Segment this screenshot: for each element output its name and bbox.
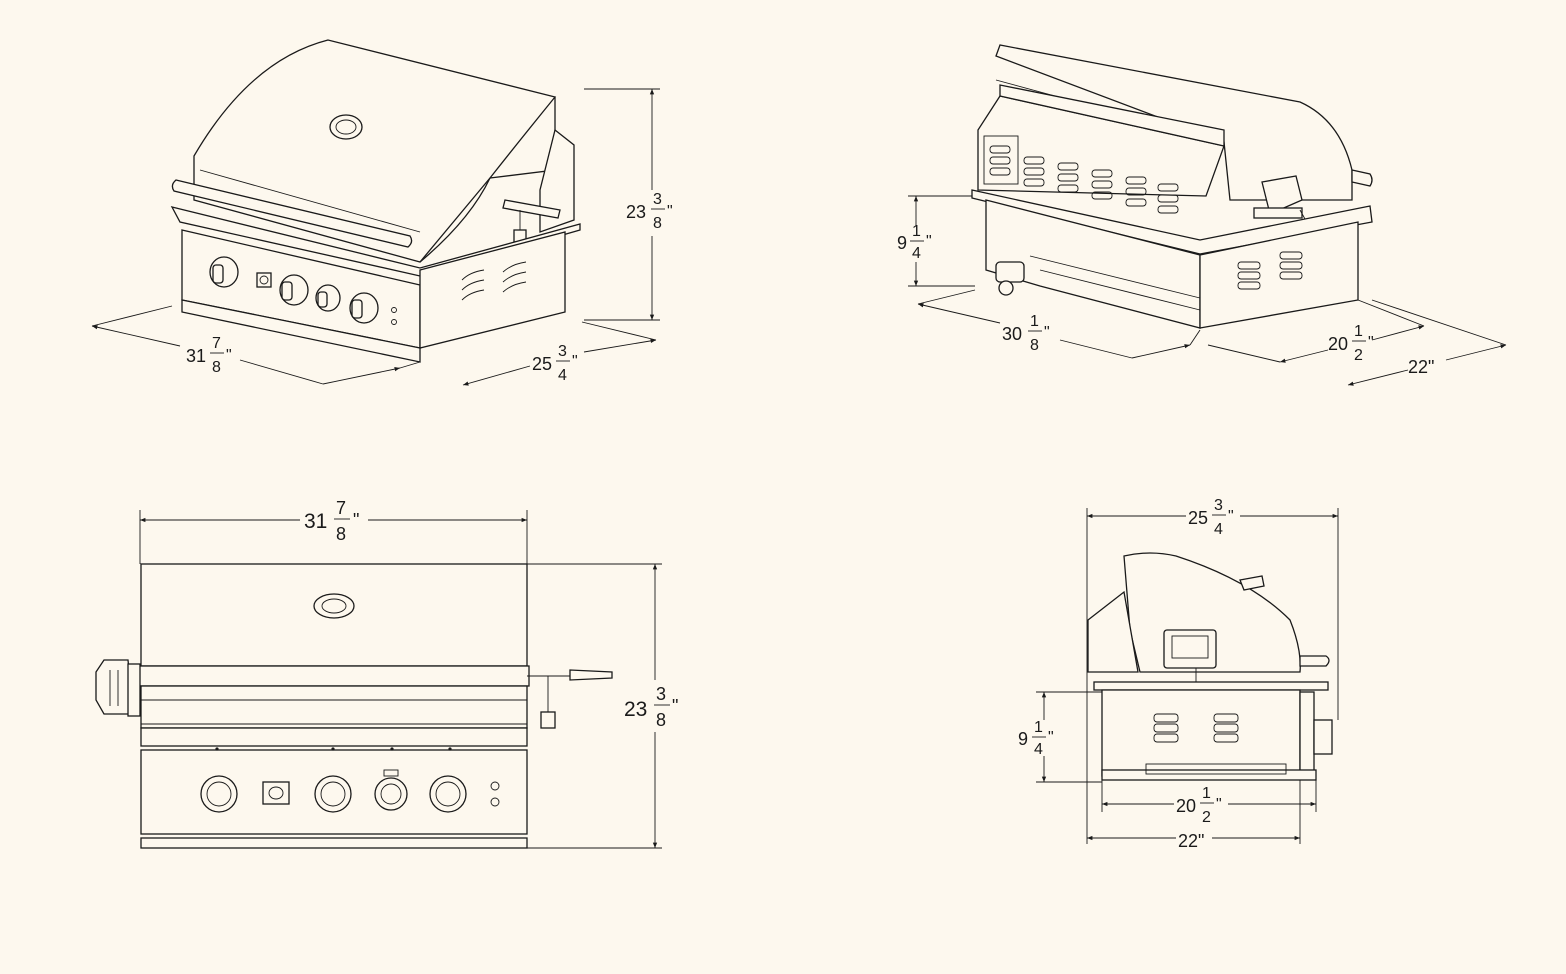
- iso-front-height-whole: 23: [626, 202, 646, 222]
- front-logo-badge: [313, 593, 355, 619]
- side-body: [1101, 689, 1301, 777]
- rotisserie-spit-front: [527, 669, 613, 729]
- side-height-whole: 9: [1018, 729, 1028, 749]
- side-top-unit: ": [1228, 508, 1234, 525]
- iso-rear-width-unit: ": [1044, 324, 1050, 341]
- iso-rear-overall-depth-dimension: 22": [1347, 299, 1507, 386]
- iso-rear-height-whole: 9: [897, 233, 907, 253]
- side-depth-den: 2: [1202, 809, 1211, 826]
- rear-vent-panel: [977, 95, 1225, 197]
- side-overall-depth: 22": [1178, 831, 1204, 851]
- front-view: 31 7 8 " 23 3 8 ": [95, 498, 678, 849]
- side-height-den: 4: [1034, 741, 1043, 758]
- front-width-num: 7: [336, 498, 346, 518]
- iso-front-width-dimension: 31 7 8 ": [91, 305, 421, 385]
- iso-rear-height-unit: ": [926, 233, 932, 250]
- knob-1: [209, 256, 239, 288]
- rear-vents: [989, 145, 1179, 214]
- iso-rear-height-num: 1: [912, 223, 921, 240]
- iso-rear-depth-dimension: 20 1 2 ": [1207, 299, 1425, 364]
- iso-front-grill-drawing: [170, 39, 581, 363]
- iso-rear-depth-unit: ": [1368, 334, 1374, 351]
- hood-handle: [171, 179, 413, 248]
- side-view: 25 3 4 " 9 1 4 " 20 1 2 ": [1018, 497, 1339, 851]
- iso-rear-height-den: 4: [912, 245, 921, 262]
- ignition-button: [256, 272, 272, 288]
- front-knob-2: [314, 775, 352, 813]
- side-height-num: 1: [1034, 719, 1043, 736]
- iso-front-depth-unit: ": [572, 353, 578, 370]
- iso-front-width-den: 8: [212, 359, 221, 376]
- front-height-unit: ": [672, 696, 678, 716]
- knob-2: [279, 274, 309, 306]
- front-height-den: 8: [656, 710, 666, 730]
- side-top-den: 4: [1214, 521, 1223, 538]
- front-width-whole: 31: [304, 510, 327, 533]
- side-top-dimension: 25 3 4 ": [1086, 497, 1339, 844]
- side-depth-dimension: 20 1 2 ": [1101, 780, 1317, 826]
- front-knob-1: [200, 775, 238, 813]
- side-depth-whole: 20: [1176, 796, 1196, 816]
- side-height-dimension: 9 1 4 ": [1018, 691, 1102, 783]
- iso-front-height-num: 3: [653, 191, 662, 208]
- front-height-whole: 23: [624, 698, 647, 721]
- gas-regulator: [995, 261, 1025, 296]
- body-side-panel: [419, 231, 566, 349]
- iso-front-height-unit: ": [667, 203, 673, 220]
- side-grill-drawing: [1087, 552, 1333, 781]
- front-knob-4: [429, 775, 467, 813]
- front-width-den: 8: [336, 524, 346, 544]
- front-width-dimension: 31 7 8 ": [139, 498, 528, 564]
- iso-rear-view: 9 1 4 " 30 1 8 " 20 1 2 ": [897, 44, 1507, 386]
- iso-rear-width-whole: 30: [1002, 324, 1022, 344]
- iso-rear-overall-depth: 22": [1408, 357, 1434, 377]
- iso-front-depth-dimension: 25 3 4 ": [462, 321, 657, 386]
- logo-badge: [329, 114, 363, 140]
- knob-4: [349, 292, 379, 324]
- iso-rear-width-den: 8: [1030, 337, 1039, 354]
- iso-rear-depth-num: 1: [1354, 323, 1363, 340]
- side-height-unit: ": [1048, 729, 1054, 746]
- iso-front-width-unit: ": [226, 347, 232, 364]
- front-height-dimension: 23 3 8 ": [527, 563, 678, 849]
- iso-rear-depth-den: 2: [1354, 347, 1363, 364]
- rear-body-panel: [985, 199, 1201, 329]
- iso-rear-width-num: 1: [1030, 313, 1039, 330]
- side-overall-depth-dimension: 22": [1087, 780, 1301, 851]
- iso-rear-width-dimension: 30 1 8 ": [917, 289, 1201, 359]
- iso-front-height-den: 8: [653, 215, 662, 232]
- front-ignition: [262, 781, 290, 805]
- rotisserie-motor-front: [95, 659, 141, 717]
- front-knob-3: [374, 769, 408, 811]
- front-width-unit: ": [353, 510, 359, 530]
- iso-front-depth-whole: 25: [532, 354, 552, 374]
- iso-front-view: 31 7 8 " 25 3 4 " 23 3 8 ": [91, 39, 673, 386]
- iso-rear-grill-drawing: [971, 44, 1373, 329]
- side-depth-num: 1: [1202, 785, 1211, 802]
- rotisserie-spit-handle: [502, 199, 561, 219]
- side-top-num: 3: [1214, 497, 1223, 514]
- iso-rear-depth-whole: 20: [1328, 334, 1348, 354]
- iso-front-width-whole: 31: [186, 346, 206, 366]
- front-height-num: 3: [656, 684, 666, 704]
- knob-3: [315, 284, 341, 312]
- front-handle: [138, 665, 530, 687]
- iso-front-depth-num: 3: [558, 343, 567, 360]
- front-grill-drawing: [95, 563, 613, 849]
- iso-front-height-dimension: 23 3 8 ": [584, 88, 673, 321]
- iso-front-depth-den: 4: [558, 367, 567, 384]
- side-top-whole: 25: [1188, 508, 1208, 528]
- side-depth-unit: ": [1216, 796, 1222, 813]
- iso-front-width-num: 7: [212, 335, 221, 352]
- iso-rear-height-dimension: 9 1 4 ": [897, 195, 975, 287]
